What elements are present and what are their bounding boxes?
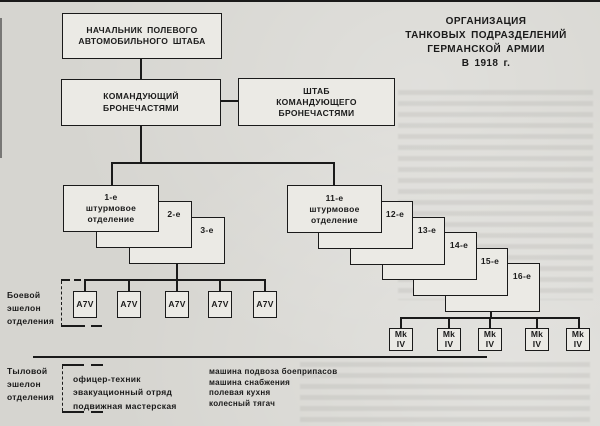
connector-chief-commander: [140, 59, 142, 79]
mkiv-tank-box: Mk IV: [566, 328, 590, 351]
combat-bracket-dash: [91, 325, 102, 327]
rear-echelon-label: Тыловой эшелон отделения: [7, 366, 55, 402]
mkiv-tank-box: Mk IV: [525, 328, 549, 351]
assault-detachment-13-label: 13-е: [417, 225, 437, 235]
assault-detachment-15-label: 15-е: [480, 256, 500, 266]
mkiv-drop-5: [578, 318, 580, 328]
scan-bleed-texture: [300, 362, 590, 422]
rear-bracket-dash: [91, 411, 103, 413]
connector-cascade11-down: [490, 311, 492, 318]
a7v-drop-3: [176, 280, 178, 291]
connector-commander-down: [140, 126, 142, 164]
a7v-drop-5: [264, 280, 266, 291]
combat-bracket-dash: [61, 279, 70, 281]
figure-title: ОРГАНИЗАЦИЯ ТАНКОВЫХ ПОДРАЗДЕЛЕНИЙ ГЕРМА…: [405, 16, 567, 69]
assault-detachment-14-label: 14-е: [449, 240, 469, 250]
assault-detachment-11-box: 11-е штурмовое отделение: [287, 185, 382, 233]
rear-echelon-vehicles: машина подвоза боеприпасов машина снабже…: [209, 367, 338, 408]
a7v-tank-box: A7V: [253, 291, 277, 318]
connector-cascade1-down: [176, 263, 178, 280]
a7v-tank-box: A7V: [117, 291, 141, 318]
connector-commander-staff: [221, 100, 238, 102]
mkiv-drop-2: [448, 318, 450, 328]
assault-detachment-1-box: 1-е штурмовое отделение: [63, 185, 159, 232]
rear-echelon-units: офицер-техник эвакуационный отряд подвиж…: [73, 374, 177, 411]
chief-box: НАЧАЛЬНИК ПОЛЕВОГО АВТОМОБИЛЬНОГО ШТАБА: [62, 13, 222, 59]
assault-detachment-16-label: 16-е: [512, 271, 532, 281]
rear-bracket-top: [62, 364, 84, 366]
rear-bracket-side: [62, 366, 63, 411]
connector-branch-left: [111, 163, 113, 185]
a7v-tank-box: A7V: [73, 291, 97, 318]
connector-branch-right: [333, 163, 335, 185]
a7v-drop-4: [219, 280, 221, 291]
a7v-drop-2: [128, 280, 130, 291]
mkiv-tank-box: Mk IV: [437, 328, 461, 351]
mkiv-tank-box: Mk IV: [478, 328, 502, 351]
assault-detachment-2-label: 2-е: [167, 209, 181, 219]
a7v-tank-box: A7V: [165, 291, 189, 318]
a7v-drop-1: [84, 280, 86, 291]
mkiv-tank-box: Mk IV: [389, 328, 413, 351]
combat-bracket-side: [61, 281, 62, 326]
combat-bracket-dash: [74, 279, 81, 281]
mkiv-drop-4: [536, 318, 538, 328]
mkiv-drop-1: [400, 318, 402, 328]
a7v-rail: [84, 279, 266, 281]
combat-echelon-label: Боевой эшелон отделения: [7, 290, 55, 326]
assault-detachment-12-label: 12-е: [385, 209, 405, 219]
rear-bracket-dash: [91, 364, 103, 366]
scan-top-edge: [0, 0, 600, 2]
commander-box: КОМАНДУЮЩИЙ БРОНЕЧАСТЯМИ: [61, 79, 221, 126]
assault-detachment-3-label: 3-е: [200, 225, 214, 235]
scan-left-edge: [0, 18, 2, 158]
rear-bracket-bottom: [62, 411, 84, 413]
staff-box: ШТАБ КОМАНДУЮЩЕГО БРОНЕЧАСТЯМИ: [238, 78, 395, 126]
mkiv-drop-3: [489, 318, 491, 328]
section-separator: [33, 356, 487, 358]
combat-bracket-bottom: [61, 325, 85, 327]
connector-branch-rail: [111, 162, 335, 164]
a7v-tank-box: A7V: [208, 291, 232, 318]
